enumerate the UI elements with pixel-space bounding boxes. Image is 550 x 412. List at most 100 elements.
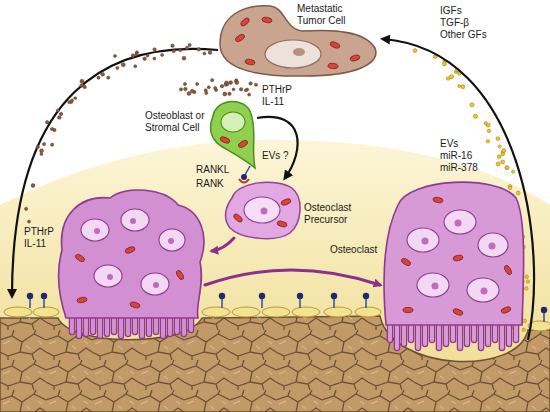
factor-dot [51,143,54,146]
factor-dot [211,79,214,82]
lining-cells-part [33,307,59,317]
rankl-receptors-part-part [259,293,265,299]
signal-arrows [257,39,534,340]
tumor-cell-shape-part [293,48,305,56]
lining-cells-part [262,307,290,317]
rankl-receptors-part-part [331,293,337,299]
osteoclast-cell-shape-part [453,255,464,262]
rankl-receptors-part-part [363,293,369,299]
factor-dot [97,76,100,79]
factor-dot [458,85,461,88]
differentiation-arrows-part [212,238,234,251]
factor-dot [74,97,77,100]
cell-label: Osteoclast Precursor [304,202,354,226]
differentiation-arrows-part [205,270,380,285]
factor-dot [449,75,453,79]
factor-dot [505,166,508,169]
multinucleated-osteoclast-part [81,209,185,295]
factor-dot [239,88,242,91]
factor-dot [501,153,504,156]
factor-dot [497,155,501,159]
osteoblast-cell: Osteoblast or Stromal Cell [145,96,257,170]
multinucleated-osteoclast-part-part [107,274,113,280]
factor-dot [184,87,188,91]
osteoclast-cell-shape-part-part [407,228,439,252]
tumor-cell-shape-part [349,54,360,62]
tumor-cell-shape-part [329,41,340,49]
marrow-ground [0,140,550,412]
factor-dot [171,44,174,47]
osteoclast-cell-shape-part [400,257,411,267]
factor-dot [40,149,44,153]
multinucleated-osteoclast-part-part [130,218,136,224]
multinucleated-osteoclast-part [59,190,204,318]
tumor-cell-shape-part [234,33,245,43]
factor-dot [153,57,156,60]
factor-dot [509,186,512,189]
factor-dot [254,83,257,86]
cell-label: Metastatic Tumor Cell [297,3,351,27]
factor-dot [526,280,529,283]
signal-arrow [383,39,534,340]
factor-dot [248,93,251,96]
factor-dot [470,103,474,107]
multinucleated-osteoclast-part-part [168,238,174,244]
factor-dot [56,109,59,112]
factor-dot [40,152,43,155]
cell-label: Osteoclast [330,244,377,256]
rankl-receptors-part [241,174,247,180]
factor-dot [203,52,206,55]
multinucleated-osteoclast-part-part [129,301,140,309]
factor-dot [413,49,417,53]
factor-dot [134,65,137,68]
factor-dot [46,121,49,124]
factor-dot [214,87,217,90]
rankl-receptors-part [239,179,249,183]
factor-dot [116,66,119,69]
tumor-cell-shape-part [245,59,256,66]
differentiation-arrows [205,238,380,285]
factor-dot [502,149,506,153]
factor-dot [505,166,509,170]
osteoclast-cell-shape-part [433,197,444,204]
factor-dot [43,143,46,146]
factor-dot [496,162,500,166]
osteoclast-cell-shape-part [407,210,508,302]
factor-dot [235,81,239,85]
factor-dot [143,57,147,61]
factor-dot [59,112,62,115]
factor-dot [153,48,156,51]
factor-dot [135,52,138,55]
tumor-cell-shape-part [239,17,250,27]
multinucleated-osteoclast-part-part [81,219,109,241]
bone-matrix-part [0,316,550,412]
osteoclast-cell-shape-part-part [422,238,429,245]
tumor-cell-shape-part [262,17,273,24]
factor-dot [197,48,201,52]
factor-dot [121,63,125,67]
factor-dot [232,88,235,91]
vesicle-label: EVs [440,138,458,150]
osteoclast-cell-shape-part [384,182,524,325]
precursor-cell-shape-part [276,220,287,228]
factor-dot [31,184,35,188]
osteoclast-cell-shape-part-part [432,283,439,290]
factor-dot [442,62,446,66]
rankl-receptors-part-part [541,307,547,313]
factor-dot [179,88,182,91]
factor-dot [185,46,188,49]
factor-dot [220,85,223,88]
tumor-to-bone-arrow [12,49,218,296]
bone-matrix [0,316,550,412]
osteoblast-cell-shape-part [237,139,248,149]
precursor-cell-shape-part [261,208,268,215]
rankl-receptors-part-part [219,293,225,299]
factor-dot [161,53,164,56]
factor-dot [80,79,84,83]
factor-dot [207,86,210,89]
factor-dot [246,88,249,91]
factor-dot [101,72,105,76]
factor-dot [226,83,229,86]
